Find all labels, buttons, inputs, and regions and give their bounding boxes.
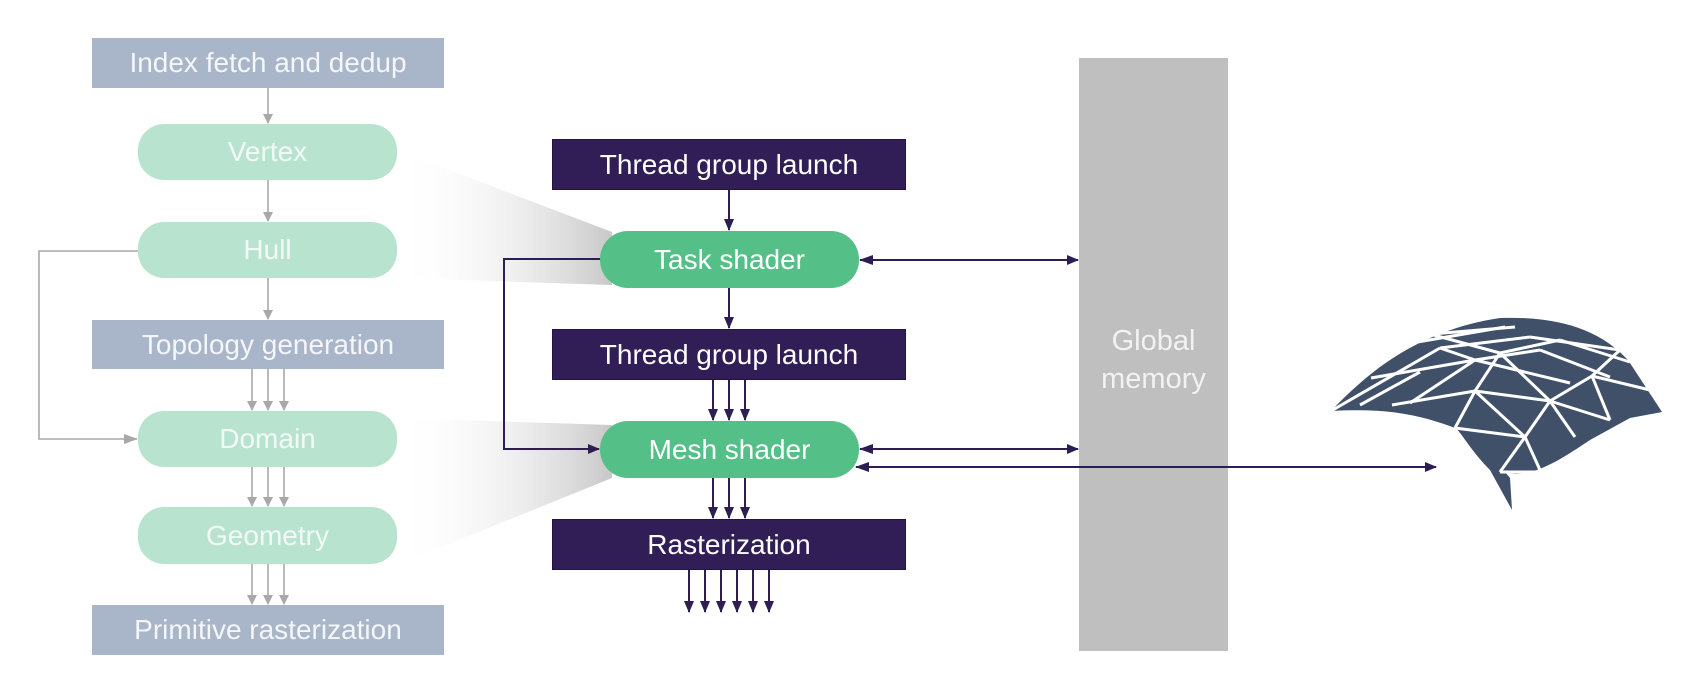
stage-index-fetch: Index fetch and dedup [92,38,444,88]
mesh-silhouette [1331,317,1662,510]
global-memory-line1: Global [1111,325,1196,357]
thread-group-launch-2-label: Thread group launch [599,338,859,370]
mapping-wedge-task [397,150,612,285]
thread-group-launch-1-label: Thread group launch [599,148,859,180]
stage-mesh-shader: Mesh shader [600,421,859,478]
triangle-mesh-icon [1330,317,1662,510]
arrow-hull-bypass-to-domain [38,250,138,444]
stage-domain: Domain [138,411,397,467]
mesh-pipeline-arrows [503,190,1079,613]
stage-primitive-raster-label: Primitive rasterization [134,614,402,645]
stage-hull: Hull [138,222,397,278]
global-memory-bar [1079,58,1228,651]
task-shader-label: Task shader [654,243,805,275]
mesh-edges [1330,325,1651,474]
stage-hull-label: Hull [243,234,292,265]
mesh-shader-label: Mesh shader [648,433,811,465]
legacy-arrows [38,88,289,605]
stage-primitive-rasterization: Primitive rasterization [92,605,444,655]
stage-task-shader: Task shader [600,231,859,288]
stage-vertex: Vertex [138,124,397,180]
stage-topology-generation: Topology generation [92,320,444,369]
stage-index-fetch-label: Index fetch and dedup [129,47,407,78]
stage-domain-label: Domain [219,423,316,454]
stage-topology-label: Topology generation [141,328,395,360]
stage-thread-group-launch-1: Thread group launch [552,139,906,190]
mapping-wedge-mesh [397,418,612,565]
global-memory-label: Global memory [1079,320,1228,400]
stage-vertex-label: Vertex [227,136,308,167]
stage-thread-group-launch-2: Thread group launch [552,329,906,380]
stage-geometry-label: Geometry [206,519,329,551]
rasterization-label: Rasterization [647,528,811,560]
stage-rasterization: Rasterization [552,519,906,570]
stage-geometry: Geometry [138,507,397,564]
global-memory-line2: memory [1101,363,1206,395]
arrow-task-bypass-to-mesh [503,258,600,454]
